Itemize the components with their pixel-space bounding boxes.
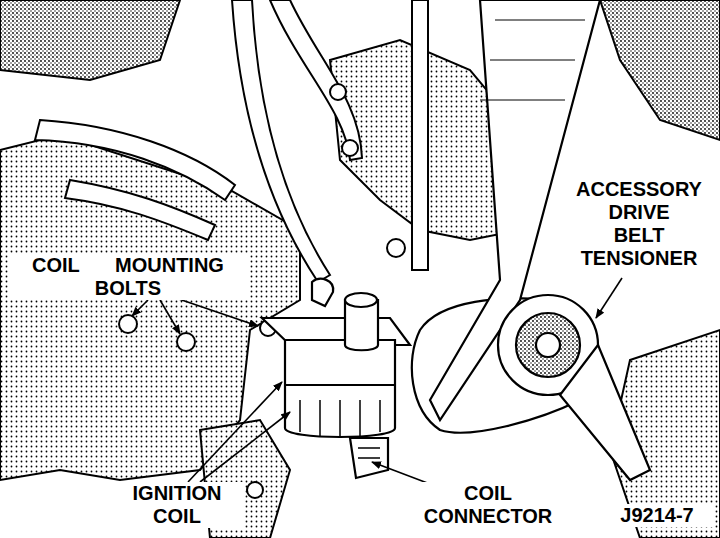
leader-line [188,382,282,482]
connector-lines [358,448,380,458]
leader-line [170,296,258,326]
bolt [247,482,263,498]
leader-line [596,278,622,318]
bolt [330,84,346,100]
bolt [119,315,137,333]
tube [35,120,235,200]
vertical-tube [412,0,428,270]
coil-connector [350,438,388,478]
tube [65,180,215,240]
part-label: IGNITION COIL [110,482,244,528]
coil-body [285,340,395,437]
part-label: ACCESSORY DRIVE BELT TENSIONER [562,178,716,270]
bolt [342,140,358,156]
leader-line [132,300,148,316]
belt-ribs [480,20,585,100]
part-label: COIL CONNECTOR [410,482,566,528]
pulley-bolt [536,333,560,357]
tube [270,0,362,160]
leader-line [372,462,430,484]
spark-lead [232,0,330,282]
coil-seam [285,384,395,386]
tower-top [345,293,377,307]
coil-ribs [300,400,380,437]
belt-lower-strand [560,345,650,480]
leader-lines [132,278,622,484]
ignition-coil-drawing [262,279,410,478]
bolt [177,333,195,351]
lead-boot [312,279,333,306]
right-casting [600,0,720,140]
figure-code: J9214-7 [600,504,714,527]
upper-casting [0,0,180,80]
leader-line [160,300,180,334]
part-label: COIL MOUNTING BOLTS [8,254,248,300]
bolt [387,239,405,257]
hoses [35,0,428,282]
pulley-hub [516,313,580,377]
